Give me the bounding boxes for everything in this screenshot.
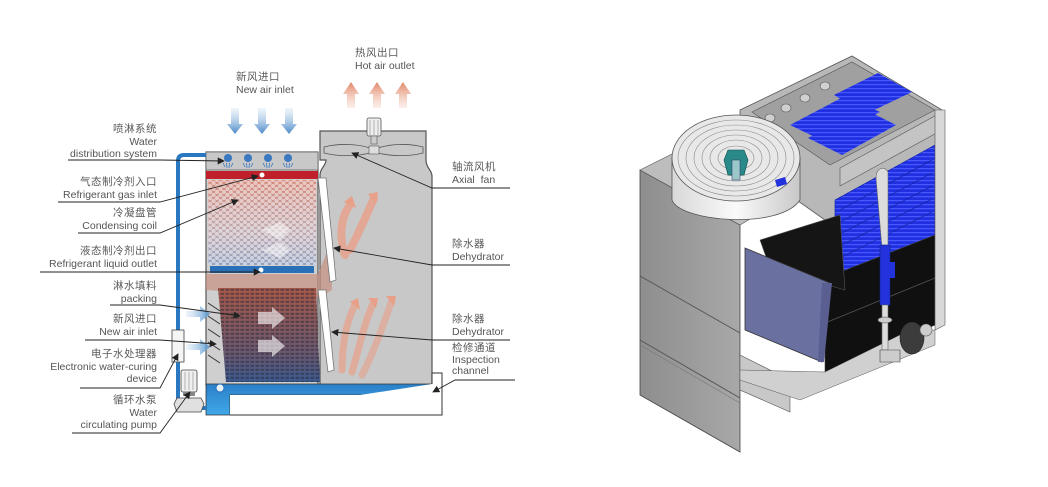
label-en: distribution system: [70, 148, 157, 160]
label-cn: 电子水处理器: [91, 348, 157, 360]
label-cn: 轴流风机: [452, 161, 496, 173]
leader-lines: [40, 152, 515, 434]
render-riser-pipe: [875, 167, 895, 351]
label-axial-fan: 轴流风机 Axial fan: [452, 161, 496, 186]
spray-nozzles: [222, 154, 294, 169]
label-en: Condensing coil: [82, 219, 157, 232]
coil-top-strips: [790, 73, 912, 155]
label-en: New air inlet: [236, 83, 294, 96]
label-en: Water: [129, 406, 157, 419]
label-cn: 除水器: [452, 313, 485, 325]
label-cn: 新风进口: [113, 313, 157, 325]
hot-air-outlet-arrows: [343, 82, 411, 108]
label-new-air-inlet-side: 新风进口 New air inlet: [99, 313, 157, 338]
label-water-curing-device: 电子水处理器 Electronic water-curing device: [50, 348, 157, 386]
label-en: Refrigerant liquid outlet: [49, 257, 157, 270]
label-cn: 热风出口: [355, 47, 399, 59]
label-cn: 检修通道: [452, 342, 496, 354]
label-en: Water: [129, 135, 157, 148]
axial-fan: [323, 117, 424, 157]
label-cn: 新风进口: [236, 71, 280, 83]
render-fan: [671, 114, 801, 221]
label-en: Refrigerant gas inlet: [63, 188, 157, 201]
label-cn: 气态制冷剂入口: [80, 176, 157, 188]
label-water-distribution: 喷淋系统 Water distribution system: [70, 123, 157, 161]
label-cn: 喷淋系统: [113, 123, 157, 135]
label-en: packing: [120, 292, 157, 305]
label-dehydrator-upper: 除水器 Dehydrator: [452, 238, 504, 263]
spray-pipes: [764, 81, 831, 123]
label-cn: 除水器: [452, 238, 485, 250]
label-refrigerant-liquid-outlet: 液态制冷剂出口 Refrigerant liquid outlet: [49, 245, 157, 270]
label-condensing-coil: 冷凝盘管 Condensing coil: [82, 207, 157, 232]
label-refrigerant-gas-inlet: 气态制冷剂入口 Refrigerant gas inlet: [63, 176, 157, 201]
label-cn: 淋水填料: [113, 280, 157, 292]
label-en: Inspection: [452, 353, 500, 366]
label-hot-air-outlet: 热风出口 Hot air outlet: [355, 47, 415, 72]
label-en: channel: [452, 365, 489, 377]
label-new-air-inlet-top: 新风进口 New air inlet: [236, 71, 294, 96]
label-circulating-pump: 循环水泵 Water circulating pump: [81, 394, 157, 432]
label-cn: 液态制冷剂出口: [80, 245, 157, 257]
new-air-inlet-arrows: [227, 108, 297, 134]
label-en: device: [126, 373, 157, 385]
render-pump: [879, 321, 933, 363]
dehydrator-upper-panel: [317, 177, 337, 283]
label-inspection-channel: 检修通道 Inspection channel: [452, 342, 500, 378]
label-en: circulating pump: [80, 419, 157, 431]
dehydrator-lower-panel: [317, 289, 335, 373]
label-packing: 淋水填料 packing: [113, 280, 157, 305]
label-cn: 循环水泵: [113, 394, 157, 406]
label-en: Electronic water-curing: [50, 360, 157, 373]
label-en: Axial fan: [452, 173, 496, 186]
label-cn: 冷凝盘管: [113, 207, 157, 219]
label-en: Dehydrator: [452, 250, 504, 263]
label-en: Hot air outlet: [355, 59, 415, 72]
label-dehydrator-lower: 除水器 Dehydrator: [452, 313, 504, 338]
label-en: New air inlet: [99, 325, 157, 338]
label-en: Dehydrator: [452, 325, 504, 338]
